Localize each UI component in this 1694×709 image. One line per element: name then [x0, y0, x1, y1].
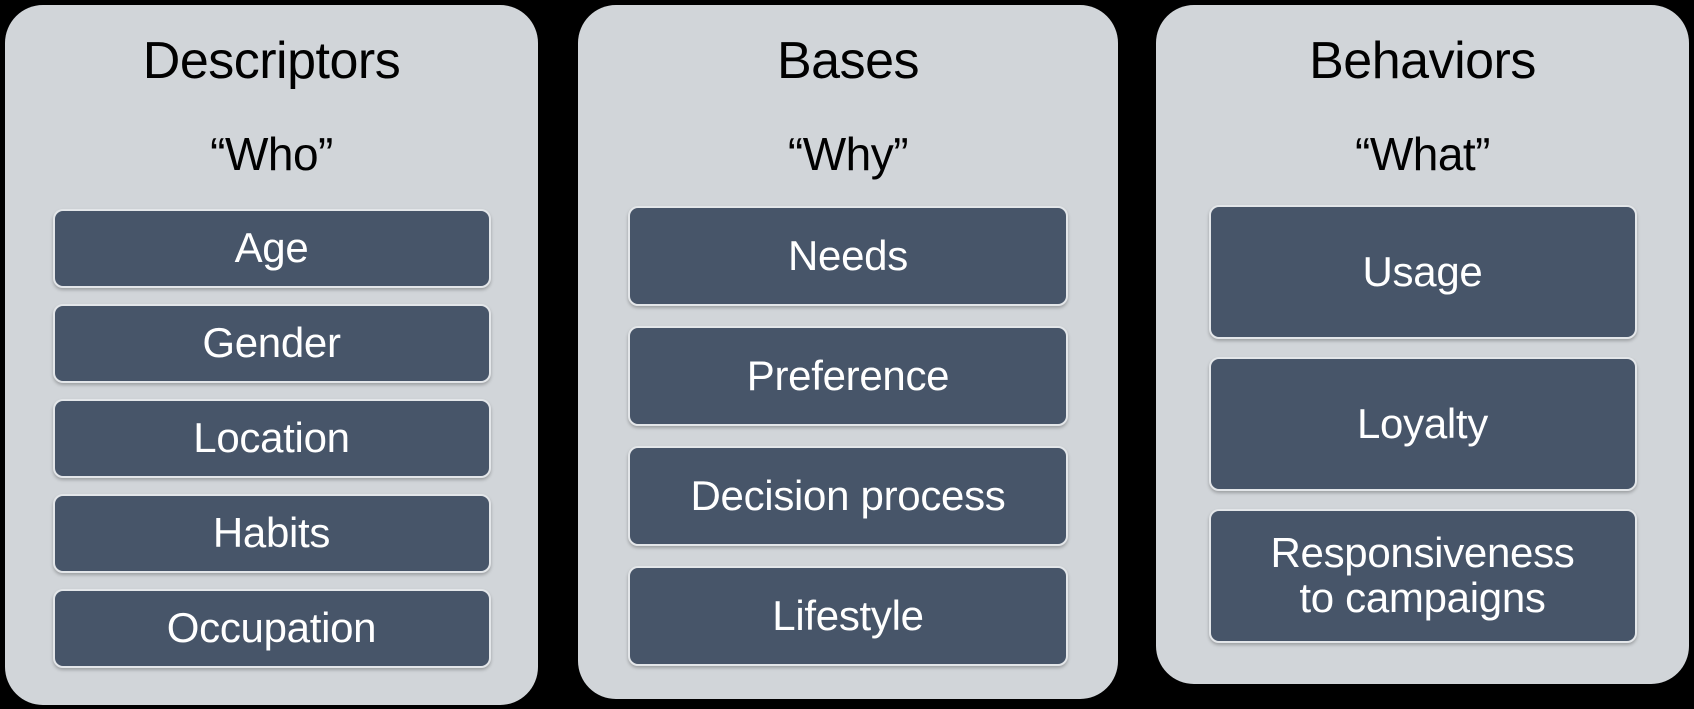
chip-age[interactable]: Age: [52, 209, 491, 288]
chip-stack-behaviors: Usage Loyalty Responsiveness to campaign…: [1156, 205, 1689, 643]
chip-responsiveness-to-campaigns[interactable]: Responsiveness to campaigns: [1208, 509, 1637, 643]
chip-needs[interactable]: Needs: [628, 206, 1068, 306]
chip-label: Location: [193, 414, 350, 462]
chip-label: Habits: [212, 509, 331, 557]
chip-label: Preference: [746, 351, 950, 399]
panel-behaviors: Behaviors “What” Usage Loyalty Responsiv…: [1156, 5, 1689, 684]
chip-label: Gender: [202, 319, 341, 367]
chip-label: Occupation: [166, 604, 377, 652]
chip-stack-descriptors: Age Gender Location Habits Occupation: [5, 209, 538, 668]
panel-title-behaviors: Behaviors: [1309, 32, 1536, 90]
chip-label: Usage: [1362, 247, 1483, 295]
chip-lifestyle[interactable]: Lifestyle: [628, 566, 1068, 666]
chip-label: Loyalty: [1357, 399, 1488, 447]
chip-usage[interactable]: Usage: [1208, 205, 1637, 339]
chip-label: Responsiveness to campaigns: [1270, 529, 1575, 621]
chip-habits[interactable]: Habits: [52, 494, 491, 573]
panel-bases: Bases “Why” Needs Preference Decision pr…: [578, 5, 1118, 699]
chip-preference[interactable]: Preference: [628, 326, 1068, 426]
panel-subtitle-bases: “Why”: [787, 128, 909, 180]
chip-label: Lifestyle: [772, 591, 924, 639]
chip-stack-bases: Needs Preference Decision process Lifest…: [578, 206, 1118, 666]
chip-decision-process[interactable]: Decision process: [628, 446, 1068, 546]
panel-subtitle-behaviors: “What”: [1355, 128, 1491, 180]
chip-location[interactable]: Location: [52, 399, 491, 478]
chip-label: Age: [234, 224, 309, 272]
panel-title-bases: Bases: [776, 32, 920, 90]
panel-descriptors: Descriptors “Who” Age Gender Location Ha…: [5, 5, 538, 705]
chip-label: Needs: [788, 231, 908, 279]
chip-label: Decision process: [690, 471, 1006, 519]
panel-subtitle-descriptors: “Who”: [210, 128, 333, 180]
chip-loyalty[interactable]: Loyalty: [1208, 357, 1637, 491]
chip-occupation[interactable]: Occupation: [52, 589, 491, 668]
chip-gender[interactable]: Gender: [52, 304, 491, 383]
panel-title-descriptors: Descriptors: [142, 32, 401, 90]
